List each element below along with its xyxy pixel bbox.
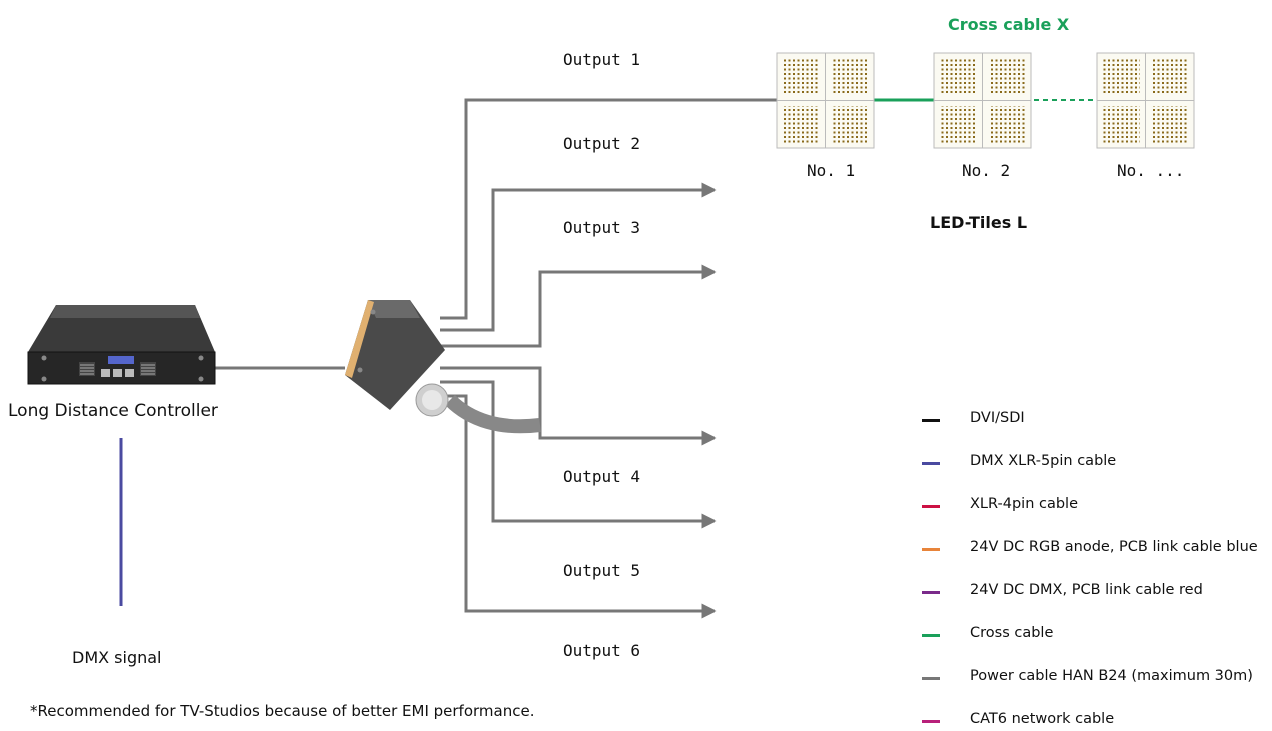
output-2-label: Output 2 xyxy=(563,134,641,153)
legend-label: Power cable HAN B24 (maximum 30m) xyxy=(970,668,1253,684)
led-tile-more xyxy=(1096,52,1195,149)
legend-label: XLR-4pin cable xyxy=(970,496,1078,512)
legend-swatch xyxy=(922,634,940,637)
long-distance-controller xyxy=(27,305,216,385)
cable-output-4 xyxy=(440,366,717,446)
cable-output-3 xyxy=(440,264,717,348)
tile-no-more-label: No. ... xyxy=(1117,161,1185,180)
power-cables xyxy=(210,98,785,619)
output-6-label: Output 6 xyxy=(563,641,641,660)
dmx-signal-label: DMX signal xyxy=(72,648,162,667)
legend-swatch xyxy=(922,720,940,723)
output-5-label: Output 5 xyxy=(563,561,641,580)
han-connector xyxy=(345,300,541,434)
legend-swatch xyxy=(922,505,940,508)
controller-label: Long Distance Controller xyxy=(8,401,218,421)
legend-label: Cross cable xyxy=(970,625,1054,641)
led-tiles xyxy=(776,52,1195,149)
legend-label: 24V DC DMX, PCB link cable red xyxy=(970,582,1203,598)
legend-label: CAT6 network cable xyxy=(970,711,1115,727)
cable-output-1 xyxy=(440,98,785,320)
led-tiles-label: LED-Tiles L xyxy=(930,213,1028,232)
tile-no-2-label: No. 2 xyxy=(962,161,1011,180)
tile-no-1-label: No. 1 xyxy=(807,161,856,180)
cross-cable-title: Cross cable X xyxy=(948,15,1070,34)
led-tile-2 xyxy=(933,52,1032,149)
led-tile-1 xyxy=(776,52,875,149)
legend-swatch xyxy=(922,462,940,465)
output-3-label: Output 3 xyxy=(563,218,641,237)
output-4-label: Output 4 xyxy=(563,467,641,486)
legend-swatch xyxy=(922,419,940,422)
cable-output-2 xyxy=(440,182,717,332)
output-1-label: Output 1 xyxy=(563,50,641,69)
cable-output-6 xyxy=(440,394,717,619)
cable-output-5 xyxy=(440,380,717,529)
footnote: *Recommended for TV-Studios because of b… xyxy=(30,702,535,720)
legend-label: 24V DC RGB anode, PCB link cable blue xyxy=(970,539,1258,555)
legend-label: DMX XLR-5pin cable xyxy=(970,453,1117,469)
legend-swatch xyxy=(922,548,940,551)
legend-swatch xyxy=(922,677,940,680)
legend-label: DVI/SDI xyxy=(970,410,1025,426)
legend-swatch xyxy=(922,591,940,594)
